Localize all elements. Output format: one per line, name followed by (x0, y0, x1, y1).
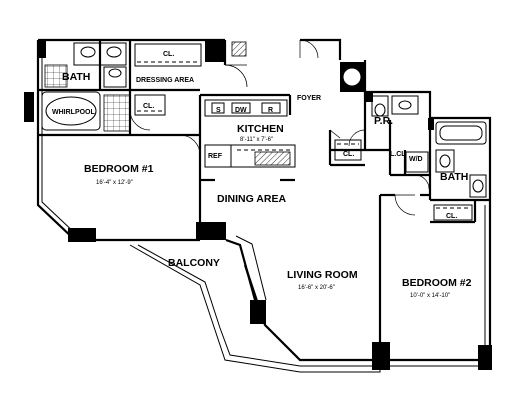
living-room-dims: 16'-6" x 20'-6" (298, 285, 335, 291)
dressing-area-label: DRESSING AREA (136, 77, 194, 84)
range-label: R (268, 107, 273, 114)
foyer-duct (340, 62, 365, 92)
bath2-label: BATH (440, 171, 468, 183)
closet-label-3: CL. (343, 151, 354, 158)
dishwasher-label: DW (235, 107, 247, 114)
bedroom1-label: BEDROOM #1 (84, 163, 154, 175)
kitchen-dims: 8'-11" x 7'-6" (240, 137, 273, 143)
bath1-label: BATH (62, 71, 90, 83)
bath1-fixtures (41, 41, 247, 132)
closet-label-4: CL. (446, 213, 457, 220)
whirlpool-label: WHIRLPOOL (52, 109, 95, 116)
linen-closet-label: L.CL (390, 151, 406, 158)
laundry (405, 151, 429, 173)
powder-room-fixtures (371, 95, 419, 117)
living-room-label: LIVING ROOM (287, 269, 358, 281)
foyer-label: FOYER (297, 95, 321, 102)
balcony-label: BALCONY (168, 257, 220, 269)
room-labels: BATH WHIRLPOOL CL. DRESSING AREA CL. S D… (52, 51, 472, 299)
bedroom2-label: BEDROOM #2 (402, 277, 472, 289)
closets (134, 43, 473, 221)
washer-dryer-label: W/D (409, 156, 423, 163)
bedroom1-dims: 16'-4" x 12'-9" (96, 180, 133, 186)
refrigerator-label: REF (208, 153, 223, 160)
doors (129, 39, 430, 216)
bath2-fixtures (435, 121, 487, 198)
kitchen-fixtures (204, 99, 296, 168)
powder-room-label: P.R. (374, 115, 393, 127)
kitchen-label: KITCHEN (237, 123, 284, 135)
closet-label-1: CL. (163, 51, 174, 58)
bedroom2-dims: 10'-0" x 14'-10" (410, 293, 450, 299)
dining-area-label: DINING AREA (217, 193, 286, 205)
windows (390, 205, 486, 367)
sink-label: S (216, 107, 221, 114)
closet-label-2: CL. (143, 103, 154, 110)
